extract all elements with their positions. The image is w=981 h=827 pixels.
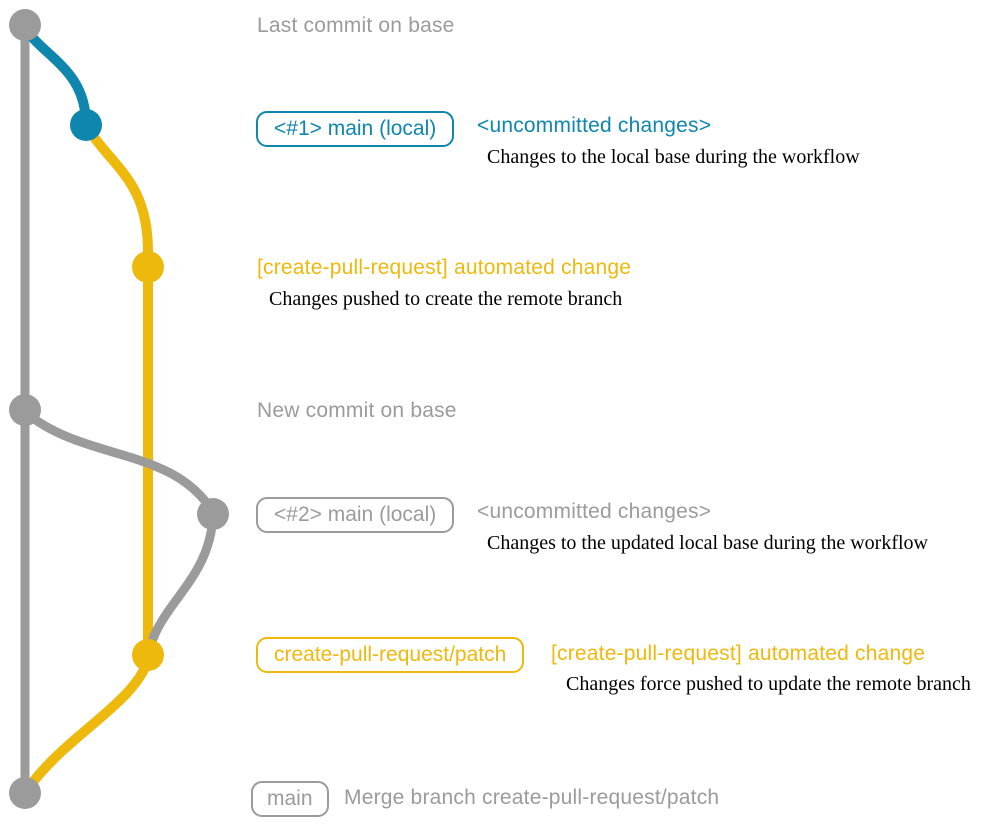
commit-uncommitted-1 — [70, 109, 102, 141]
commit-last-on-base — [9, 9, 41, 41]
commit-message-automated-2: [create-pull-request] automated change — [551, 642, 926, 665]
remote-patch-branch-line — [81, 120, 153, 658]
branch-label-main-local-1-text: <#1> main (local) — [274, 117, 437, 140]
commit-description-automated-2: Changes force pushed to update the remot… — [566, 673, 971, 695]
commit-message-merge: Merge branch create-pull-request/patch — [344, 786, 720, 809]
branch-label-main-local-2-text: <#2> main (local) — [274, 503, 437, 526]
rebase-update-line — [145, 509, 218, 653]
commit-uncommitted-2 — [197, 498, 229, 530]
branch-label-main-local-1: <#1> main (local) — [256, 111, 455, 147]
branch-label-patch: create-pull-request/patch — [256, 637, 525, 673]
commit-message-uncommitted-1: <uncommitted changes> — [477, 114, 712, 137]
new-base-commit-line — [20, 407, 218, 517]
commit-message-uncommitted-2: <uncommitted changes> — [477, 500, 712, 523]
commit-description-automated-1: Changes pushed to create the remote bran… — [269, 288, 623, 310]
branch-label-main-local-2: <#2> main (local) — [256, 497, 455, 533]
branch-label-main-text: main — [267, 787, 313, 810]
local-main-1-branch-line — [20, 23, 91, 130]
commit-description-uncommitted-1: Changes to the local base during the wor… — [487, 146, 860, 168]
commit-message-last-on-base: Last commit on base — [257, 14, 455, 37]
commit-message-new-on-base: New commit on base — [257, 399, 457, 422]
branch-label-patch-text: create-pull-request/patch — [274, 643, 507, 666]
commit-automated-2 — [132, 639, 164, 671]
merge-line — [25, 652, 154, 791]
branch-label-main: main — [251, 781, 329, 817]
commit-new-on-base — [9, 394, 41, 426]
commit-message-automated-1: [create-pull-request] automated change — [257, 256, 632, 279]
commit-automated-1 — [132, 251, 164, 283]
commit-merge — [9, 777, 41, 809]
commit-description-uncommitted-2: Changes to the updated local base during… — [487, 532, 928, 554]
